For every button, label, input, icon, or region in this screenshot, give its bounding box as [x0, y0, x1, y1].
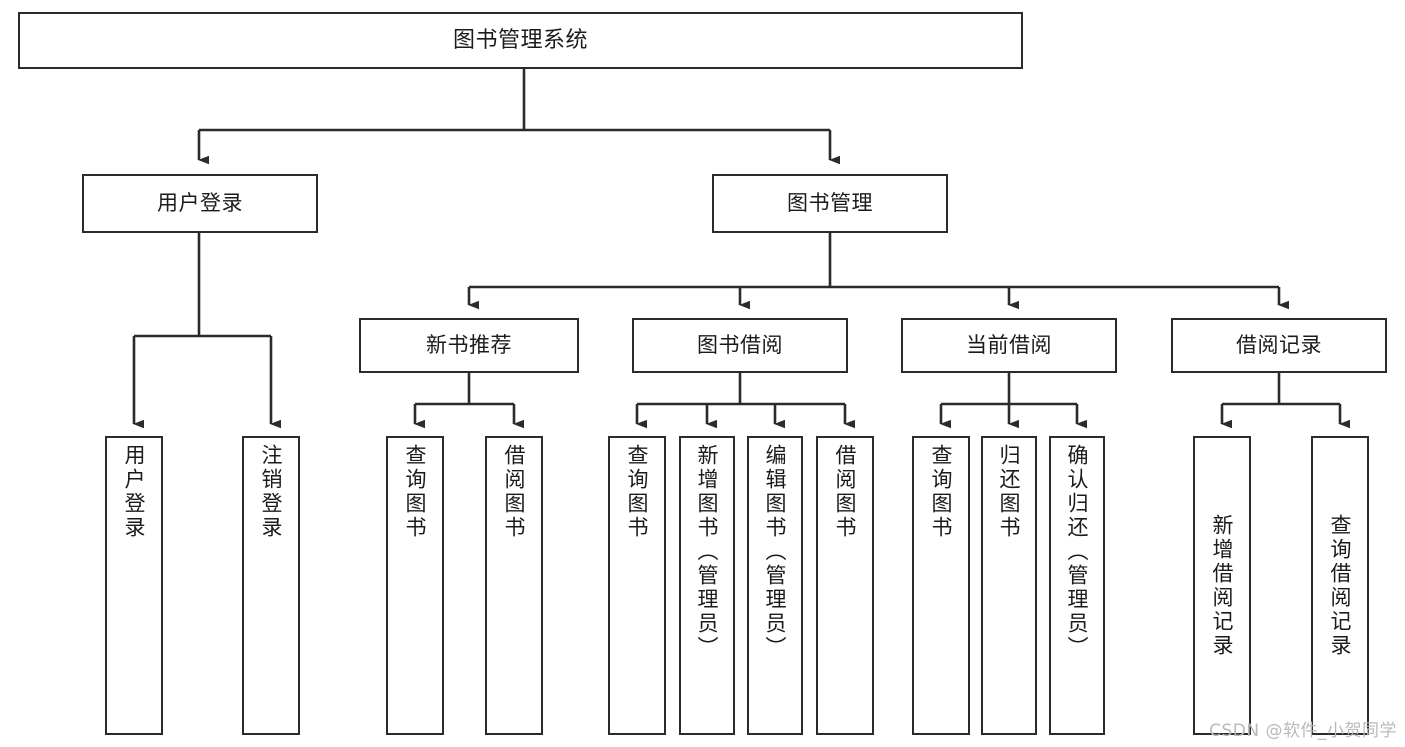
node-book-borrow-label: 图书借阅 — [697, 333, 783, 358]
node-leaf-user-login-label: 用户登录 — [122, 444, 147, 540]
node-leaf-query-record-label: 查询借阅记录 — [1328, 513, 1353, 658]
node-leaf-confirm-return-label: 确认归还（管理员） — [1065, 444, 1090, 660]
node-leaf-borrow-book-2[interactable]: 借阅图书 — [816, 436, 874, 735]
node-leaf-return-book[interactable]: 归还图书 — [981, 436, 1037, 735]
node-leaf-borrow-book-1-label: 借阅图书 — [502, 444, 527, 540]
node-leaf-query-book-2[interactable]: 查询图书 — [608, 436, 666, 735]
node-leaf-query-book-3[interactable]: 查询图书 — [912, 436, 970, 735]
node-leaf-return-book-label: 归还图书 — [997, 444, 1022, 540]
node-leaf-query-book-1[interactable]: 查询图书 — [386, 436, 444, 735]
node-root-label: 图书管理系统 — [452, 27, 588, 53]
node-book-manage[interactable]: 图书管理 — [712, 174, 948, 233]
node-user-login-label: 用户登录 — [157, 191, 243, 216]
node-leaf-edit-book[interactable]: 编辑图书（管理员） — [747, 436, 803, 735]
node-user-login[interactable]: 用户登录 — [82, 174, 318, 233]
node-leaf-query-record[interactable]: 查询借阅记录 — [1311, 436, 1369, 735]
node-new-book-rec[interactable]: 新书推荐 — [359, 318, 579, 373]
node-book-manage-label: 图书管理 — [787, 191, 873, 216]
node-borrow-record-label: 借阅记录 — [1236, 333, 1322, 358]
node-leaf-query-book-1-label: 查询图书 — [403, 444, 428, 540]
node-leaf-confirm-return[interactable]: 确认归还（管理员） — [1049, 436, 1105, 735]
node-book-borrow[interactable]: 图书借阅 — [632, 318, 848, 373]
node-leaf-borrow-book-1[interactable]: 借阅图书 — [485, 436, 543, 735]
node-borrow-record[interactable]: 借阅记录 — [1171, 318, 1387, 373]
node-leaf-logout-label: 注销登录 — [259, 444, 284, 540]
node-leaf-add-record[interactable]: 新增借阅记录 — [1193, 436, 1251, 735]
node-new-book-rec-label: 新书推荐 — [426, 333, 512, 358]
node-leaf-borrow-book-2-label: 借阅图书 — [833, 444, 858, 540]
watermark: CSDN @软件_小贺同学 — [1209, 721, 1397, 741]
node-root[interactable]: 图书管理系统 — [18, 12, 1023, 69]
node-leaf-user-login[interactable]: 用户登录 — [105, 436, 163, 735]
node-leaf-add-book[interactable]: 新增图书（管理员） — [679, 436, 735, 735]
node-leaf-logout[interactable]: 注销登录 — [242, 436, 300, 735]
node-leaf-add-record-label: 新增借阅记录 — [1210, 513, 1235, 658]
node-leaf-edit-book-label: 编辑图书（管理员） — [763, 444, 788, 660]
node-current-borrow-label: 当前借阅 — [966, 333, 1052, 358]
node-leaf-add-book-label: 新增图书（管理员） — [695, 444, 720, 660]
node-leaf-query-book-3-label: 查询图书 — [929, 444, 954, 540]
node-leaf-query-book-2-label: 查询图书 — [625, 444, 650, 540]
node-current-borrow[interactable]: 当前借阅 — [901, 318, 1117, 373]
